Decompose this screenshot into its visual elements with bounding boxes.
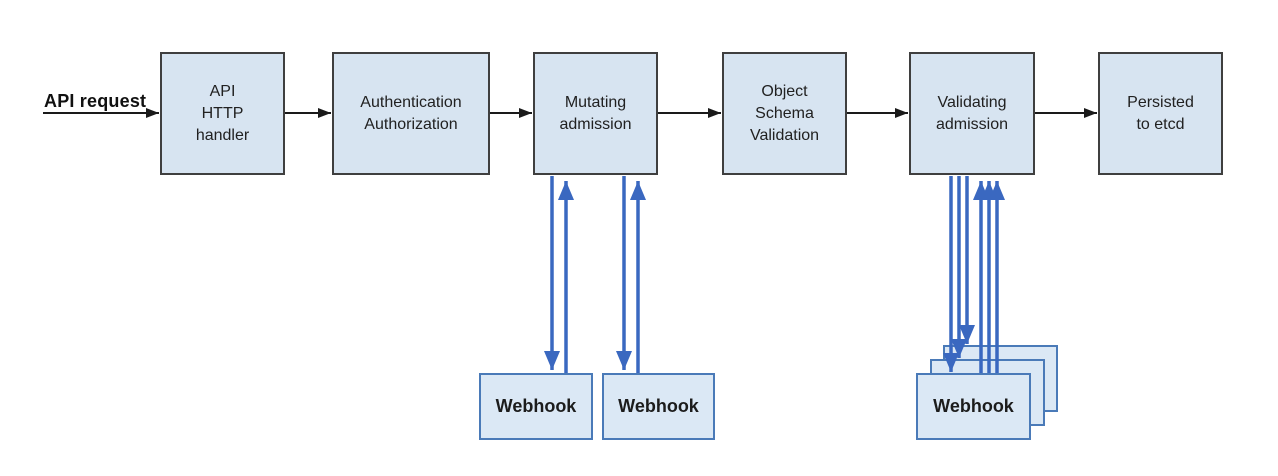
node-object-schema-validation: Object Schema Validation xyxy=(722,52,847,175)
mutating-webhook-2-label: Webhook xyxy=(618,396,699,416)
node-object-schema-validation-label: Object Schema Validation xyxy=(749,82,820,144)
node-validating-admission-label: Validating admission xyxy=(935,93,1009,133)
node-mutating-admission-label: Mutating admission xyxy=(559,93,632,133)
node-api-http-handler-label: API HTTP handler xyxy=(195,82,250,144)
validating-webhook-front-label: Webhook xyxy=(933,396,1014,416)
node-mutating-admission: Mutating admission xyxy=(533,52,658,175)
node-persisted-to-etcd: Persisted to etcd xyxy=(1098,52,1223,175)
mutating-webhook-1-label: Webhook xyxy=(495,396,577,416)
node-authentication-authorization: Authentication Authorization xyxy=(332,52,490,175)
mutating-webhook-2: Webhook xyxy=(602,373,715,440)
validating-webhook-front: Webhook xyxy=(916,373,1031,440)
node-validating-admission: Validating admission xyxy=(909,52,1035,175)
node-api-http-handler: API HTTP handler xyxy=(160,52,285,175)
node-persisted-to-etcd-label: Persisted to etcd xyxy=(1127,93,1194,133)
mutating-webhook-1: Webhook xyxy=(479,373,593,440)
api-request-label: API request xyxy=(44,91,147,111)
node-authentication-authorization-label: Authentication Authorization xyxy=(360,93,462,133)
